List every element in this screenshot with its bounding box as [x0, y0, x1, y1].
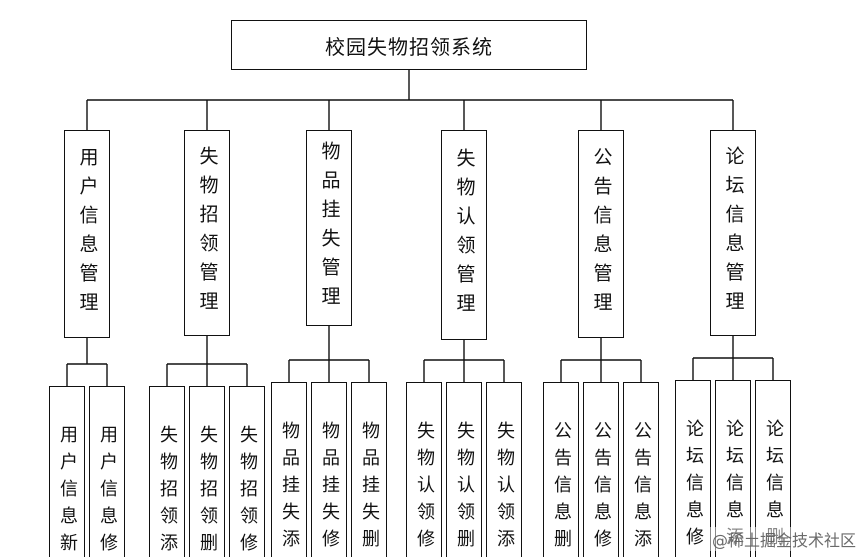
- module-node-2: 失物招领管理: [184, 130, 230, 336]
- function-node-2-2: 失物招领删: [189, 386, 225, 557]
- watermark: @稀土掘金技术社区: [709, 527, 858, 551]
- function-node-6-1: 论坛信息修: [675, 380, 711, 557]
- function-node-3-1: 物品挂失添: [271, 382, 307, 557]
- function-node-5-3: 公告信息添: [623, 382, 659, 557]
- function-node-5-1: 公告信息删: [543, 382, 579, 557]
- function-node-1-1: 用户信息新: [49, 386, 85, 557]
- function-node-3-2: 物品挂失修: [311, 382, 347, 557]
- function-node-4-2: 失物认领删: [446, 382, 482, 557]
- function-node-1-2: 用户信息修: [89, 386, 125, 557]
- function-node-4-3: 失物认领添: [486, 382, 522, 557]
- module-node-4: 失物认领管理: [441, 130, 487, 340]
- module-node-1: 用户信息管理: [64, 130, 110, 338]
- root-node: 校园失物招领系统: [231, 20, 587, 70]
- module-node-3: 物品挂失管理: [306, 130, 352, 326]
- function-node-2-1: 失物招领添: [149, 386, 185, 557]
- module-node-5: 公告信息管理: [578, 130, 624, 338]
- module-node-6: 论坛信息管理: [710, 130, 756, 336]
- function-node-4-1: 失物认领修: [406, 382, 442, 557]
- function-node-5-2: 公告信息修: [583, 382, 619, 557]
- function-node-3-3: 物品挂失删: [351, 382, 387, 557]
- function-node-2-3: 失物招领修: [229, 386, 265, 557]
